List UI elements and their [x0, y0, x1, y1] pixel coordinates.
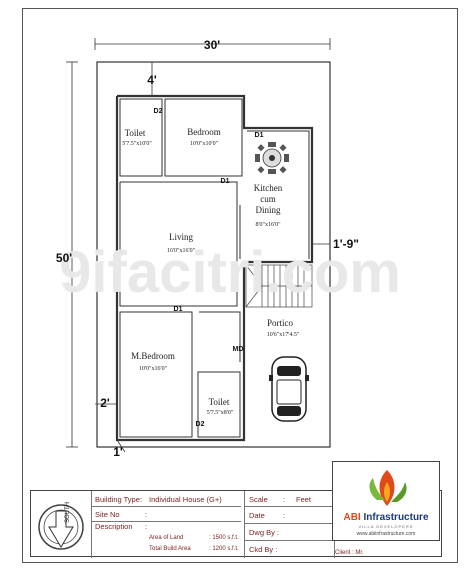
logo-url: www.abiinfrastructure.com [356, 531, 416, 537]
logo-abi: ABI [343, 512, 361, 523]
logo-name: Infrastructure [363, 512, 429, 523]
top-setback-label: 4' [147, 73, 157, 87]
room-bedroom: Bedroom [187, 127, 221, 137]
room-toilet-top-dim: 5'7.5"x10'0" [122, 141, 152, 147]
client-label: Client : Mr. [335, 550, 364, 556]
room-kitchen-line1: Kitchen [254, 183, 283, 193]
flame-leaf-icon [369, 470, 407, 506]
description-sep: : [145, 522, 148, 531]
compass-icon: SOUTH [38, 502, 84, 550]
compass-label: SOUTH [65, 502, 71, 523]
building-walls [115, 94, 314, 442]
ckd-by-label: Ckd By : [249, 545, 278, 554]
door-tag-d1-bedroom: D1 [221, 178, 230, 185]
left-offset-label: 2' [100, 396, 110, 410]
dwg-by-label: Dwg By : [249, 528, 280, 537]
height-label: 50' [56, 251, 72, 265]
door-tag-d1-kitchen: D1 [255, 132, 264, 139]
logo-tagline: VILLA DEVELOPERS [358, 524, 414, 529]
area-land-label: Area of Land [149, 535, 184, 541]
watermark-logo: 9ifacitri.com [59, 240, 401, 305]
room-kitchen-dim: 8'0"x16'0" [255, 222, 281, 228]
site-no-sep: : [145, 510, 148, 519]
door-tag-d2-bottom: D2 [196, 421, 205, 428]
room-portico: Portico [267, 318, 293, 328]
description-label: Description [95, 522, 133, 531]
staircase [245, 264, 313, 308]
room-toilet-bottom-dim: 5'7.5"x8'0" [207, 410, 234, 416]
room-kitchen-line3: Dining [255, 205, 281, 215]
width-label: 30' [204, 38, 220, 52]
room-master-bedroom: M.Bedroom [131, 351, 175, 361]
room-master-bedroom-dim: 10'0"x16'0" [139, 366, 168, 372]
room-portico-dim: 10'6"x17'4.5" [267, 332, 300, 338]
room-toilet-bottom: Toilet [209, 397, 230, 407]
room-toilet-top: Toilet [125, 128, 146, 138]
building-type-value: Individual House (G+) [149, 495, 222, 504]
scale-value: Feet [296, 495, 312, 504]
total-build-label: Total Build Area [149, 546, 191, 552]
dining-table-icon [255, 142, 289, 174]
door-tag-d2-top: D2 [154, 108, 163, 115]
room-bedroom-dim: 10'0"x10'0" [190, 141, 219, 147]
bottom-offset-label: 1' [113, 445, 123, 459]
right-offset-label: 1'-9" [333, 237, 359, 251]
door-tag-d1-mbed: D1 [174, 306, 183, 313]
room-kitchen-line2: cum [260, 194, 276, 204]
car-icon [269, 356, 309, 422]
logo-title: ABI Infrastructure [333, 512, 439, 523]
scale-sep: : [283, 495, 286, 504]
date-sep: : [283, 511, 286, 520]
area-land-value: : 1500 s.f.t. [209, 535, 239, 541]
scale-label: Scale [249, 495, 268, 504]
site-no-label: Site No [95, 510, 120, 519]
date-label: Date [249, 511, 265, 520]
room-living: Living [169, 232, 193, 242]
total-build-value: : 1200 s.f.t. [209, 546, 239, 552]
title-block: Building Type: Individual House (G+) Sit… [30, 490, 442, 558]
door-tag-md: MD [233, 346, 244, 353]
plot-boundary [96, 61, 331, 448]
company-logo: ABI Infrastructure VILLA DEVELOPERS www.… [332, 461, 440, 541]
room-living-dim: 16'0"x16'0" [167, 248, 196, 254]
building-type-label: Building Type: [95, 495, 142, 504]
drawing-frame [22, 8, 458, 563]
